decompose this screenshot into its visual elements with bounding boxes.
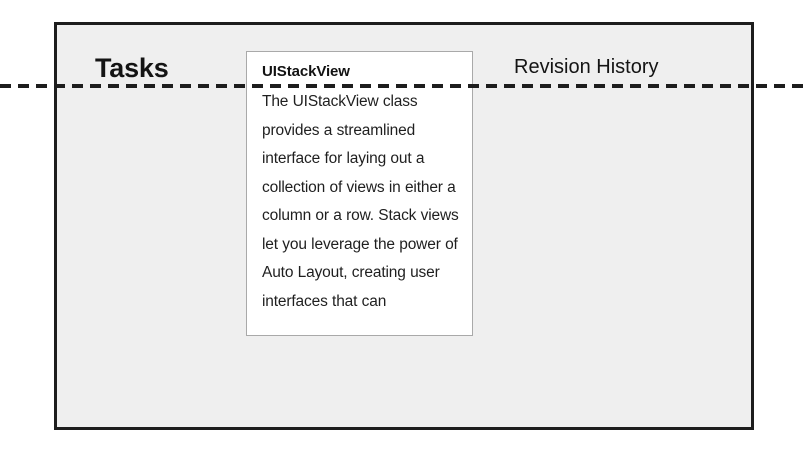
- horizontal-dashed-alignment-line: [0, 84, 806, 88]
- documentation-card-title: UIStackView: [262, 63, 350, 80]
- documentation-card: UIStackView The UIStackView class provid…: [246, 51, 473, 336]
- documentation-card-body-text: The UIStackView class provides a streaml…: [262, 93, 459, 310]
- tasks-heading: Tasks: [95, 53, 169, 83]
- revision-history-heading: Revision History: [514, 56, 659, 78]
